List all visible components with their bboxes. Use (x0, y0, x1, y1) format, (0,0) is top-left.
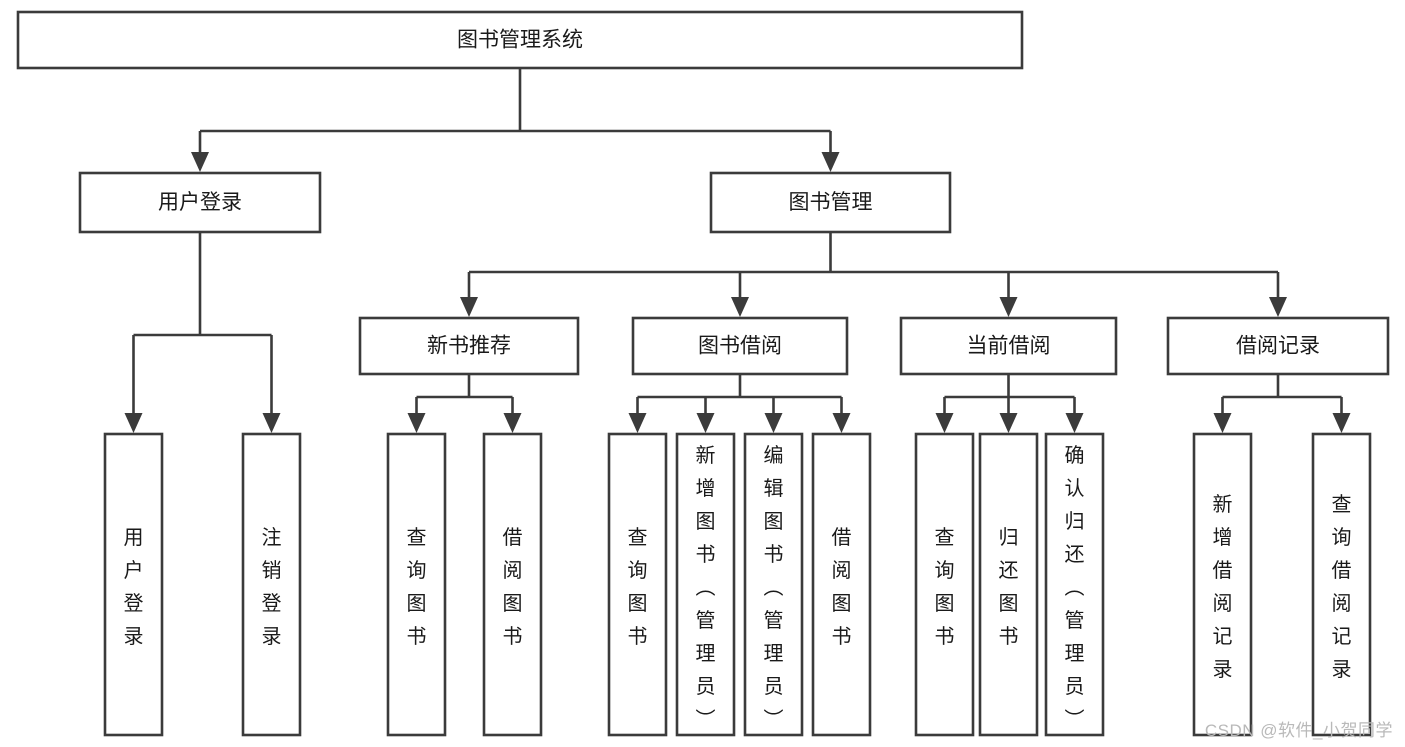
node-box-leaf-add-book[interactable] (675, 432, 736, 737)
node-book-manage[interactable]: 图书管理 (709, 171, 952, 234)
node-label-leaf-add-record: 新增借阅记录 (1213, 493, 1233, 681)
node-label-leaf-return-book: 归还图书 (999, 526, 1019, 648)
node-leaf-query-book-1[interactable]: 查询图书 (386, 432, 447, 737)
node-leaf-user-login[interactable]: 用户登录 (103, 432, 164, 737)
node-box-book-borrow[interactable] (631, 316, 849, 376)
node-box-leaf-add-record[interactable] (1192, 432, 1253, 737)
node-box-leaf-logout[interactable] (241, 432, 302, 737)
node-box-leaf-borrow-book-2[interactable] (811, 432, 872, 737)
node-box-user-login[interactable] (78, 171, 322, 234)
node-label-current-borrow: 当前借阅 (967, 335, 1051, 358)
nodes-layer: 图书管理系统用户登录图书管理新书推荐图书借阅当前借阅借阅记录用户登录注销登录查询… (16, 10, 1390, 737)
node-box-root[interactable] (16, 10, 1024, 70)
node-label-leaf-query-book-3: 查询图书 (935, 526, 955, 648)
node-box-leaf-edit-book[interactable] (743, 432, 804, 737)
node-root[interactable]: 图书管理系统 (16, 10, 1024, 70)
node-current-borrow[interactable]: 当前借阅 (899, 316, 1118, 376)
node-box-leaf-query-book-2[interactable] (607, 432, 668, 737)
node-box-leaf-user-login[interactable] (103, 432, 164, 737)
node-label-leaf-add-book: 新增图书︵管理员︶ (696, 444, 716, 731)
watermark-text: CSDN @软件_小贺同学 (1204, 721, 1393, 740)
node-label-leaf-query-book-1: 查询图书 (407, 526, 427, 648)
edges-layer (124, 68, 1351, 433)
node-leaf-confirm-return[interactable]: 确认归还︵管理员︶ (1044, 432, 1105, 737)
node-leaf-query-book-3[interactable]: 查询图书 (914, 432, 975, 737)
node-leaf-return-book[interactable]: 归还图书 (978, 432, 1039, 737)
node-label-user-login: 用户登录 (158, 191, 242, 214)
node-box-leaf-query-record[interactable] (1311, 432, 1372, 737)
node-box-borrow-record[interactable] (1166, 316, 1390, 376)
node-leaf-add-book[interactable]: 新增图书︵管理员︶ (675, 432, 736, 737)
node-label-leaf-logout: 注销登录 (262, 526, 282, 648)
node-label-root: 图书管理系统 (457, 29, 583, 52)
node-box-leaf-borrow-book-1[interactable] (482, 432, 543, 737)
node-label-book-manage: 图书管理 (789, 191, 873, 214)
node-box-new-book-rec[interactable] (358, 316, 580, 376)
node-leaf-add-record[interactable]: 新增借阅记录 (1192, 432, 1253, 737)
node-leaf-logout[interactable]: 注销登录 (241, 432, 302, 737)
node-box-leaf-confirm-return[interactable] (1044, 432, 1105, 737)
node-label-leaf-query-record: 查询借阅记录 (1332, 493, 1352, 681)
node-label-leaf-user-login: 用户登录 (124, 527, 144, 648)
node-label-leaf-edit-book: 编辑图书︵管理员︶ (764, 444, 784, 731)
node-box-book-manage[interactable] (709, 171, 952, 234)
node-book-borrow[interactable]: 图书借阅 (631, 316, 849, 376)
node-box-leaf-query-book-1[interactable] (386, 432, 447, 737)
node-label-new-book-rec: 新书推荐 (427, 335, 511, 358)
node-box-leaf-query-book-3[interactable] (914, 432, 975, 737)
node-borrow-record[interactable]: 借阅记录 (1166, 316, 1390, 376)
node-label-leaf-borrow-book-1: 借阅图书 (503, 526, 523, 648)
node-label-book-borrow: 图书借阅 (698, 335, 782, 358)
node-leaf-edit-book[interactable]: 编辑图书︵管理员︶ (743, 432, 804, 737)
node-label-leaf-borrow-book-2: 借阅图书 (832, 526, 852, 648)
node-label-leaf-confirm-return: 确认归还︵管理员︶ (1065, 444, 1085, 731)
node-label-borrow-record: 借阅记录 (1236, 335, 1320, 358)
node-box-current-borrow[interactable] (899, 316, 1118, 376)
node-user-login[interactable]: 用户登录 (78, 171, 322, 234)
node-leaf-borrow-book-2[interactable]: 借阅图书 (811, 432, 872, 737)
node-label-leaf-query-book-2: 查询图书 (628, 526, 648, 648)
node-box-leaf-return-book[interactable] (978, 432, 1039, 737)
node-leaf-query-record[interactable]: 查询借阅记录 (1311, 432, 1372, 737)
node-new-book-rec[interactable]: 新书推荐 (358, 316, 580, 376)
node-leaf-borrow-book-1[interactable]: 借阅图书 (482, 432, 543, 737)
node-leaf-query-book-2[interactable]: 查询图书 (607, 432, 668, 737)
